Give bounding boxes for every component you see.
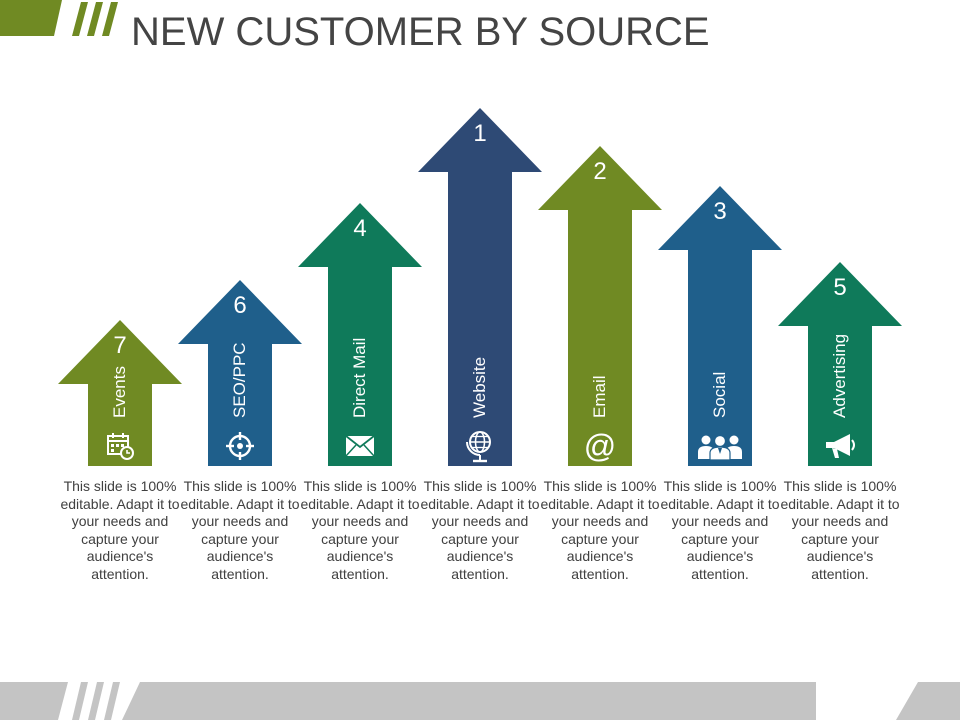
envelope-icon bbox=[345, 435, 375, 462]
svg-text:@: @ bbox=[584, 430, 616, 462]
arrow-shape bbox=[538, 146, 662, 466]
source-description: This slide is 100% editable. Adapt it to… bbox=[540, 478, 660, 582]
slide-title: NEW CUSTOMER BY SOURCE bbox=[131, 10, 710, 54]
source-label: Advertising bbox=[830, 333, 849, 418]
globe-icon bbox=[464, 429, 496, 468]
calendar-clock-icon bbox=[106, 432, 134, 465]
arrow-shape bbox=[58, 320, 182, 466]
header-decoration bbox=[0, 0, 118, 36]
source-description: This slide is 100% editable. Adapt it to… bbox=[780, 478, 900, 582]
arrow-shape bbox=[178, 280, 302, 466]
megaphone-icon bbox=[822, 431, 858, 466]
source-label: Website bbox=[470, 356, 489, 418]
arrow-shape bbox=[298, 203, 422, 466]
rank-number: 5 bbox=[833, 274, 847, 301]
source-label: Events bbox=[110, 366, 129, 418]
rank-number: 2 bbox=[593, 158, 607, 185]
source-description: This slide is 100% editable. Adapt it to… bbox=[300, 478, 420, 582]
arrow-shape bbox=[778, 262, 902, 466]
source-description: This slide is 100% editable. Adapt it to… bbox=[660, 478, 780, 582]
rank-number: 3 bbox=[713, 198, 727, 225]
arrow-shape bbox=[658, 186, 782, 466]
arrow-shape bbox=[418, 108, 542, 466]
source-label: Email bbox=[590, 375, 609, 418]
source-label: SEO/PPC bbox=[230, 342, 249, 418]
source-description: This slide is 100% editable. Adapt it to… bbox=[180, 478, 300, 582]
rank-number: 1 bbox=[473, 120, 487, 147]
rank-number: 4 bbox=[353, 215, 367, 242]
source-label: Social bbox=[710, 371, 729, 418]
source-description: This slide is 100% editable. Adapt it to… bbox=[420, 478, 540, 582]
people-icon bbox=[696, 432, 744, 465]
at-sign-icon: @ bbox=[584, 428, 616, 467]
source-description: This slide is 100% editable. Adapt it to… bbox=[60, 478, 180, 582]
crosshair-icon bbox=[225, 431, 255, 466]
footer-decoration bbox=[0, 682, 960, 720]
source-label: Direct Mail bbox=[350, 337, 369, 418]
rank-number: 7 bbox=[113, 332, 127, 359]
rank-number: 6 bbox=[233, 292, 247, 319]
